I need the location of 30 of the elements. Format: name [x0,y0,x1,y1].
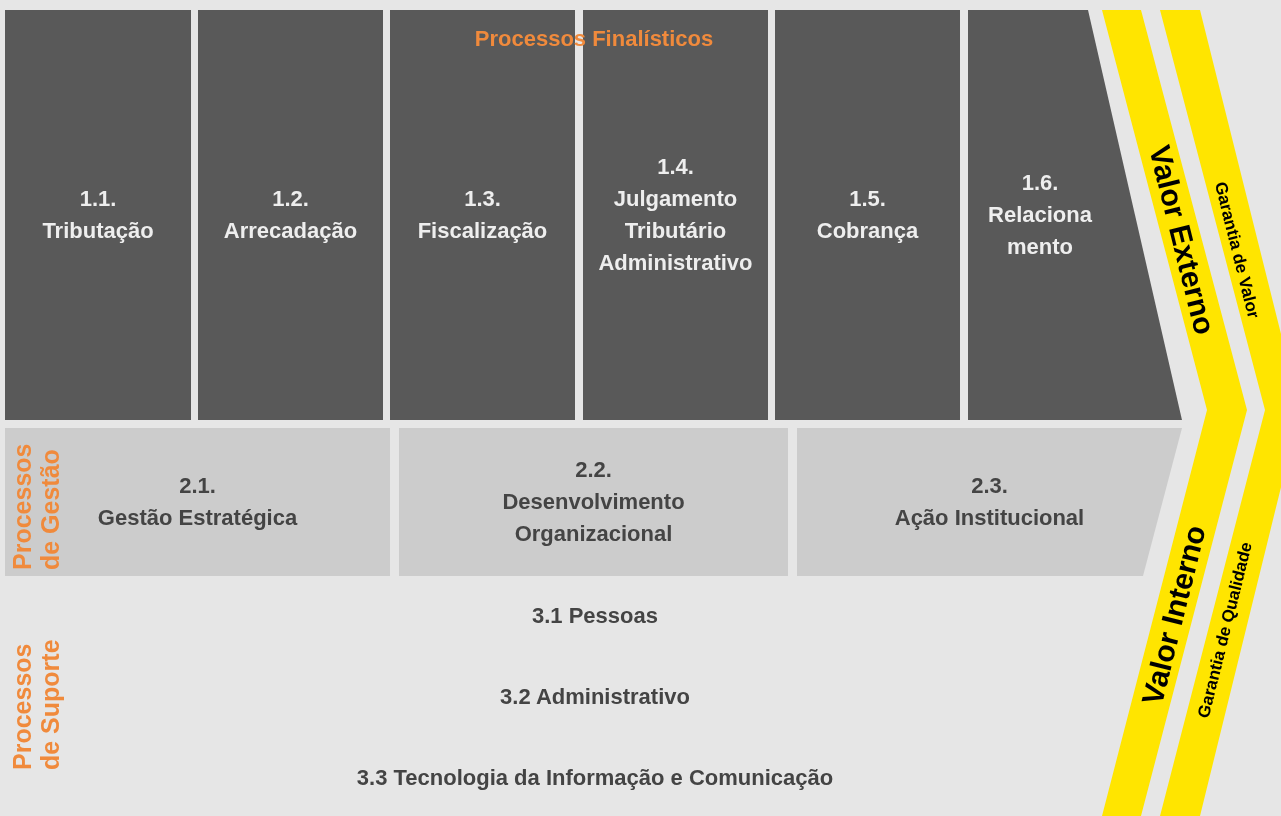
process-label: Relaciona mento [987,201,1093,261]
process-label: Gestão Estratégica [97,504,298,532]
process-label: 1.6. [1021,169,1059,197]
process-label: Arrecadação [223,217,358,245]
process-label: Cobrança [816,217,919,245]
process-label: 1.3. [464,185,501,213]
process-label: 2.3. [971,472,1008,500]
process-label: 1.5. [849,185,886,213]
process-box [583,10,768,420]
process-box [775,10,960,420]
process-label: 1.4. [657,153,694,181]
support-process-label: 3.2 Administrativo [499,682,691,711]
process-label: Tributação [42,217,154,245]
process-label: Ação Institucional [894,504,1085,532]
support-process-label: 3.3 Tecnologia da Informação e Comunicação [355,763,835,792]
support-process-label: 3.1 Pessoas [531,601,659,630]
process-label: 2.1. [179,472,216,500]
process-label: 1.2. [272,185,309,213]
process-label: Fiscalização [417,217,548,245]
band-label: Garantia de Valor [1211,180,1263,320]
process-label: 1.1. [79,185,117,213]
process-box [5,10,191,420]
section-heading: Processos de Gestão [8,442,64,570]
process-box [198,10,383,420]
process-label: Desenvolvimento Organizacional [501,488,686,548]
process-box [399,428,788,576]
process-label: Julgamento Tributário Administrativo [597,185,754,277]
process-box [5,428,390,576]
section-heading: Processos de Suporte [8,638,64,770]
process-label: 2.2. [575,456,612,484]
